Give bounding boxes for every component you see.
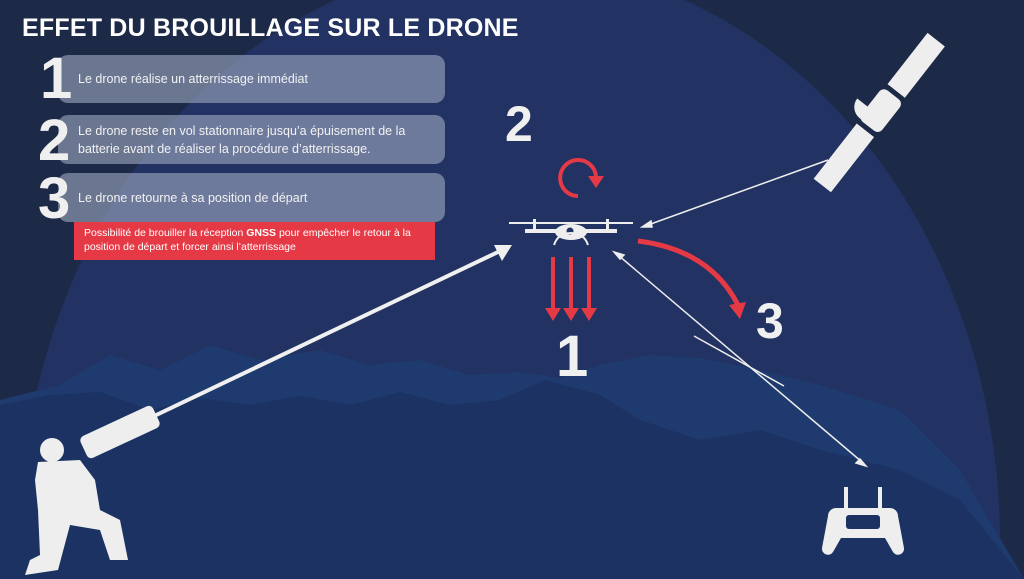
step-3-number: 3 [38,166,71,231]
note-gnss-bold: GNSS [246,227,277,239]
step-3-card: Le drone retourne à sa position de dépar… [58,173,445,222]
step-1-text: Le drone réalise un atterrissage immédia… [78,72,308,86]
landing-arrows [545,257,597,321]
step-2-text: Le drone reste en vol stationnaire jusqu… [78,123,406,156]
note-text-end: pour empêcher le retour à la position de… [84,227,411,253]
step-2-card: Le drone reste en vol stationnaire jusqu… [58,115,445,164]
label-landing-1: 1 [556,324,589,389]
return-arrow [637,238,746,319]
satellite-icon [813,32,945,193]
note-text-start: Possibilité de brouiller la réception [84,227,247,239]
drone-icon [509,219,633,246]
step-1-number: 1 [40,46,73,111]
signal-lines [611,159,869,468]
page-title: EFFET DU BROUILLAGE SUR LE DRONE [22,14,519,42]
hover-rotation-arrow [558,158,604,198]
remote-controller-icon [821,487,905,555]
step-2-number: 2 [38,108,71,173]
mountains-front [0,380,1024,579]
label-hover-2: 2 [505,96,533,152]
step-1-card: Le drone réalise un atterrissage immédia… [58,55,445,103]
step-3-text: Le drone retourne à sa position de dépar… [78,190,308,205]
jamming-beam-arrow [149,245,512,420]
gnss-jamming-note: Possibilité de brouiller la réception GN… [74,222,435,260]
label-return-3: 3 [756,293,784,349]
soldier-with-jammer-icon [25,405,160,575]
